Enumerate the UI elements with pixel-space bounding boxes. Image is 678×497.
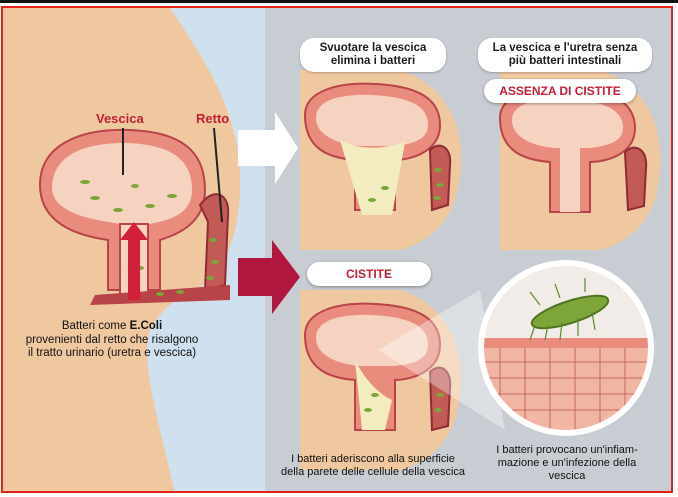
caption-batteri-rest: provenienti dal retto che risalgono il t…	[26, 334, 199, 360]
caption-svuotare: Svuotare la vescica elimina i batteri	[300, 38, 446, 72]
label-retto: Retto	[196, 111, 229, 126]
tag-cistite: CISTITE	[307, 262, 431, 286]
caption-batteri-intro: Batteri come	[62, 320, 130, 332]
caption-vescica-uretra: La vescica e l'uretra senza più batteri …	[478, 38, 652, 72]
tag-assenza: ASSENZA DI CISTITE	[484, 79, 636, 103]
caption-provocano: I batteri provocano un'infiam- mazione e…	[484, 444, 650, 483]
caption-batteri-bold: E.Coli	[130, 320, 163, 332]
label-vescica: Vescica	[96, 111, 144, 126]
caption-batteri: Batteri come E.Coli provenienti dal rett…	[22, 320, 202, 361]
caption-aderiscono: I batteri aderiscono alla superficie del…	[280, 453, 466, 479]
